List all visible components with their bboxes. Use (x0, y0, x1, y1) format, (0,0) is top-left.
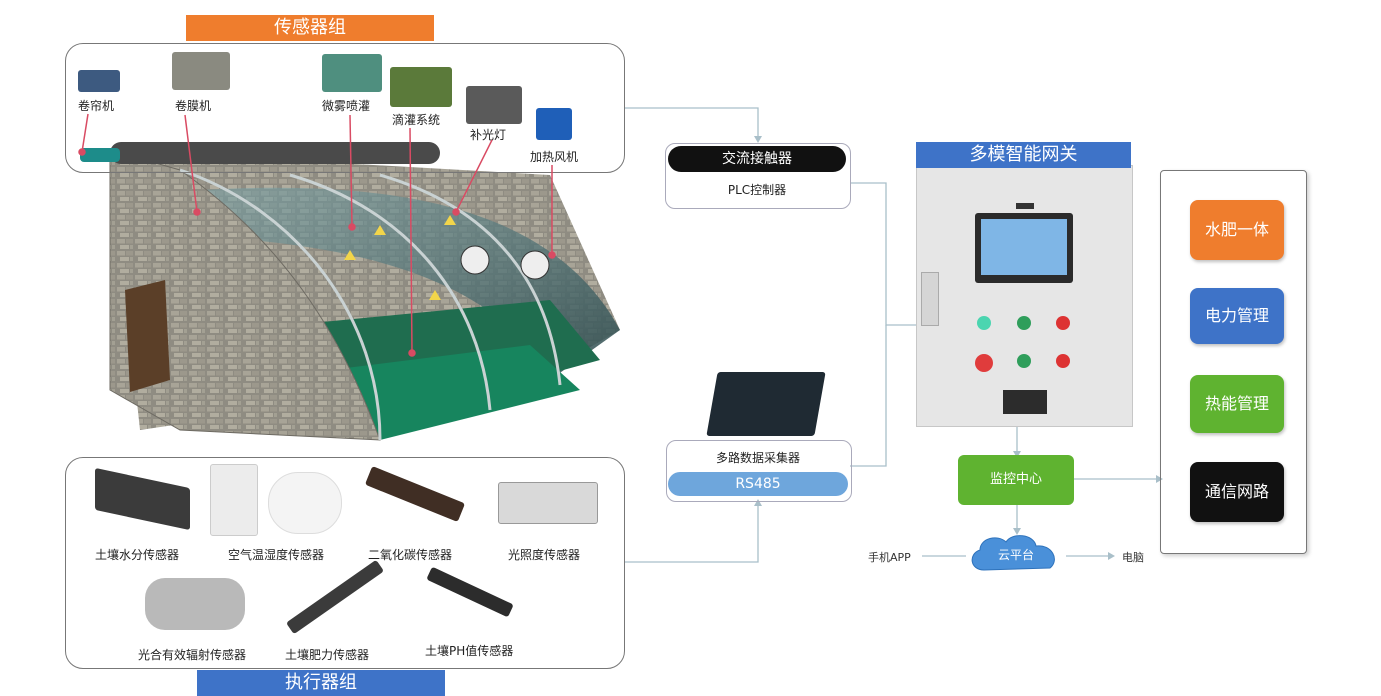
cabinet-handle (921, 272, 939, 326)
sensor-label: 卷帘机 (78, 99, 115, 113)
sensor-label: 微雾喷灌 (322, 99, 371, 113)
par-sensor-icon (145, 578, 245, 630)
collector-box (666, 440, 852, 502)
actuator-label: 空气温湿度传感器 (228, 548, 325, 562)
sensor-label: 加热风机 (530, 150, 579, 164)
actuator-group-panel (65, 457, 625, 669)
light-sensor-icon (498, 482, 598, 524)
motor-icon (172, 52, 230, 90)
indicator-light (1056, 316, 1070, 330)
touch-screen (975, 213, 1073, 283)
gateway-title: 多模智能网关 (916, 142, 1131, 168)
mobile-app-label: 手机APP (868, 551, 911, 564)
power-management-item: 电力管理 (1190, 288, 1284, 344)
indicator-strip (1016, 203, 1034, 209)
actuator-label: 光照度传感器 (508, 548, 581, 562)
fan-icon (536, 108, 572, 140)
service-panel (1160, 170, 1307, 554)
cloud-label: 云平台 (997, 548, 1034, 562)
collector-label: 多路数据采集器 (715, 451, 800, 465)
line-sensor-to-plc (625, 107, 759, 140)
actuator-label: 二氧化碳传感器 (368, 548, 453, 562)
line-actuator-to-collector (625, 502, 759, 563)
shield-icon (210, 464, 258, 536)
sensor-label: 卷膜机 (175, 99, 212, 113)
emergency-stop-button (975, 354, 993, 372)
lamp-icon (466, 86, 522, 124)
greenhouse-illustration (80, 142, 620, 441)
dome-icon (268, 472, 342, 534)
indicator-light (1017, 316, 1031, 330)
indicator-light (1017, 354, 1031, 368)
plc-controller-label: PLC控制器 (727, 183, 787, 197)
circuit-board-icon (706, 372, 826, 436)
water-fertilizer-item: 水肥一体 (1190, 200, 1284, 260)
actuator-label: 土壤PH值传感器 (425, 644, 514, 658)
sensor-label: 补光灯 (470, 128, 507, 142)
actuator-label: 土壤肥力传感器 (285, 648, 370, 662)
pc-label: 电脑 (1122, 551, 1144, 564)
sensor-label: 滴灌系统 (392, 113, 441, 127)
indicator-light (977, 316, 991, 330)
motor-icon (78, 70, 120, 92)
actuator-label: 光合有效辐射传感器 (138, 648, 247, 662)
mist-icon (322, 54, 382, 92)
line-plc-to-gateway (850, 182, 916, 326)
cloud-icon (971, 535, 1055, 571)
monitor-center: 监控中心 (958, 455, 1074, 505)
indicator-light (1056, 354, 1070, 368)
line-collector-to-gateway (850, 325, 887, 467)
sensor-group-panel (65, 43, 625, 173)
nameplate (1003, 390, 1047, 414)
rs485-label: RS485 (668, 472, 848, 496)
drip-icon (390, 67, 452, 107)
ac-contactor-label: 交流接触器 (668, 146, 846, 172)
plc-box (665, 143, 851, 209)
actuator-label: 土壤水分传感器 (95, 548, 180, 562)
communication-network-item: 通信网路 (1190, 462, 1284, 522)
heat-management-item: 热能管理 (1190, 375, 1284, 433)
actuator-group-title: 执行器组 (197, 670, 445, 696)
callout-lines (78, 113, 556, 357)
sensor-group-title: 传感器组 (186, 15, 434, 41)
